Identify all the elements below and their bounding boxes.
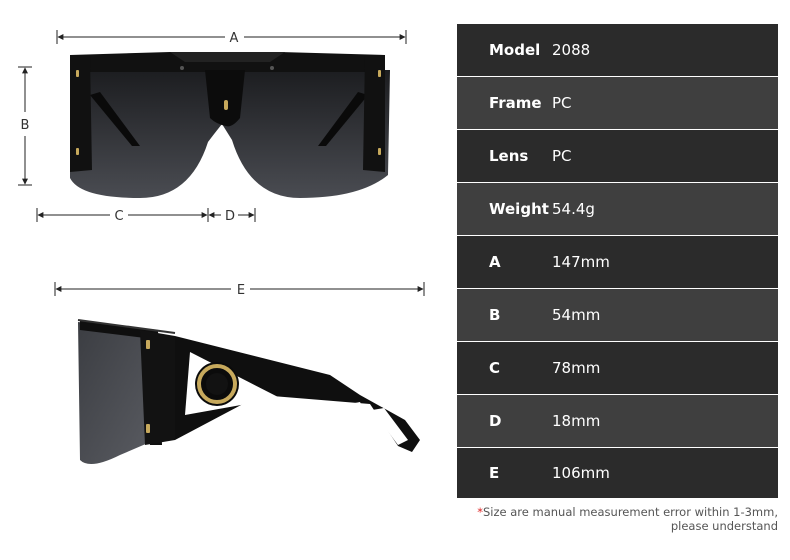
dimension-a-label: A: [230, 31, 239, 46]
spec-row-a: A 147mm: [457, 236, 778, 288]
dimension-d: D: [208, 208, 256, 224]
spec-row-frame: Frame PC: [457, 77, 778, 129]
dimension-b: B: [18, 66, 32, 186]
dimension-a: A: [56, 30, 407, 46]
spec-row-lens: Lens PC: [457, 130, 778, 182]
spec-value: 54.4g: [552, 200, 595, 218]
spec-row-d: D 18mm: [457, 395, 778, 447]
spec-key: A: [489, 253, 501, 271]
dimension-c-label: C: [114, 209, 123, 224]
spec-value: PC: [552, 147, 572, 165]
spec-key: E: [489, 464, 500, 482]
note-line-2: please understand: [670, 519, 778, 533]
spec-row-weight: Weight 54.4g: [457, 183, 778, 235]
spec-key: Frame: [489, 94, 542, 112]
spec-value: 54mm: [552, 306, 601, 324]
spec-value: 18mm: [552, 412, 601, 430]
spec-key: Model: [489, 41, 541, 59]
spec-key: D: [489, 412, 502, 430]
dimension-c: C: [36, 208, 209, 224]
spec-row-c: C 78mm: [457, 342, 778, 394]
spec-row-e: E 106mm: [457, 448, 778, 498]
spec-key: B: [489, 306, 501, 324]
front-view-glasses: [70, 52, 390, 198]
spec-key: C: [489, 359, 501, 377]
note-asterisk: *: [477, 505, 483, 519]
spec-value: PC: [552, 94, 572, 112]
spec-table: Model 2088 Frame PC Lens PC Weight 54.4g…: [457, 24, 778, 498]
spec-value: 78mm: [552, 359, 601, 377]
spec-row-b: B 54mm: [457, 289, 778, 341]
dimension-e: E: [54, 282, 425, 298]
dimension-b-label: B: [21, 118, 30, 133]
spec-value: 106mm: [552, 464, 610, 482]
measurement-note: *Size are manual measurement error withi…: [458, 505, 778, 533]
product-dimension-figure: A B: [18, 30, 425, 464]
note-line-1: Size are manual measurement error within…: [482, 505, 778, 519]
spec-value: 2088: [552, 41, 591, 59]
side-view-glasses: [77, 319, 420, 464]
spec-value: 147mm: [552, 253, 610, 271]
dimension-e-label: E: [237, 283, 245, 298]
spec-row-model: Model 2088: [457, 24, 778, 76]
spec-key: Weight: [489, 200, 549, 218]
dimension-d-label: D: [225, 209, 235, 224]
spec-key: Lens: [489, 147, 529, 165]
